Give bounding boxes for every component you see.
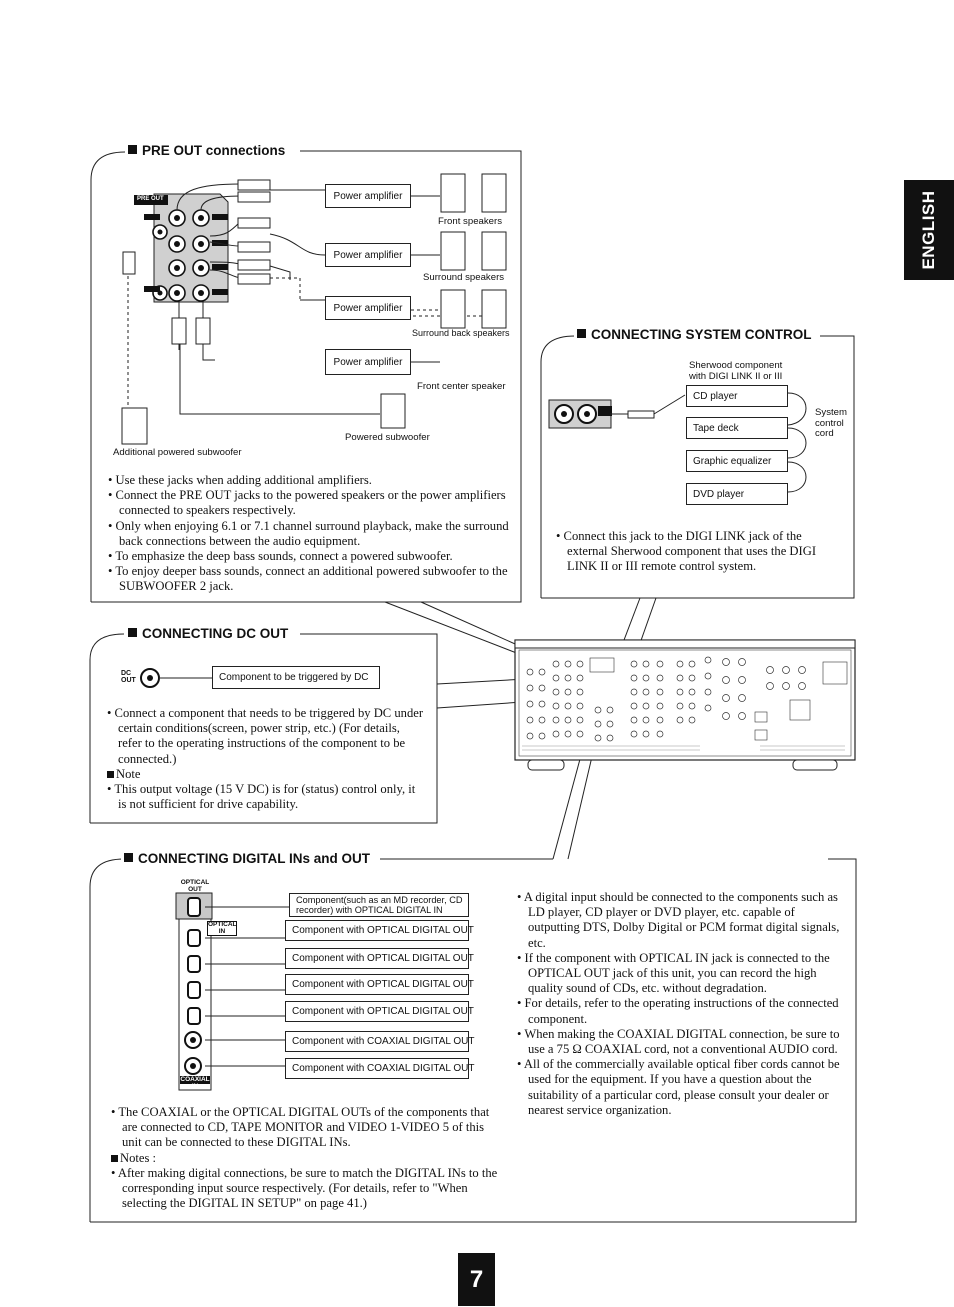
sherwood-component-label: Sherwood component with DIGI LINK II or … [689,360,783,382]
dc-out-jack [140,668,212,688]
dc-out-bullets: • Connect a component that needs to be t… [107,706,425,812]
note-heading: Note [107,767,425,782]
section-bullet-square [128,145,137,154]
digital-left-bullets: • The COAXIAL or the OPTICAL DIGITAL OUT… [111,1105,501,1211]
pre-out-bullets: • Use these jacks when adding additional… [108,473,512,595]
amp-box-front: Power amplifier [325,184,411,208]
section-bullet-square [124,853,133,862]
bullet-item: • Connect the PRE OUT jacks to the power… [108,488,506,518]
digital-component-box: Component with OPTICAL DIGITAL OUT [285,948,474,969]
bullet-item: • To enjoy deeper bass sounds, connect a… [108,564,508,594]
bullet-item: • To emphasize the deep bass sounds, con… [108,549,453,564]
bullet-item: • This output voltage (15 V DC) is for (… [107,782,416,812]
bullet-item: • After making digital connections, be s… [111,1165,498,1211]
dc-out-jack-label: DC OUT [121,670,136,684]
pre-out-title: PRE OUT connections [125,143,289,158]
optical-out-label: OPTICAL OUT [180,879,210,893]
optical-in-label: OPTICAL IN [207,921,237,936]
component-box-equalizer: Graphic equalizer [686,450,788,472]
bullet-item: • For details, refer to the operating in… [517,996,839,1026]
digital-component-box: Component with OPTICAL DIGITAL OUT [285,974,474,995]
amp-box-surround-back: Power amplifier [325,296,411,320]
bullet-item: • If the component with OPTICAL IN jack … [517,950,830,996]
section-bullet-square [128,628,137,637]
dc-out-title: CONNECTING DC OUT [125,626,292,641]
component-box-dvd: DVD player [686,483,788,505]
coaxial-in-label: COAXIAL IN [180,1076,210,1090]
pre-out-panel-label: PRE OUT [137,196,164,202]
section-bullet-square [577,329,586,338]
digital-right-bullets: • A digital input should be connected to… [517,890,847,1118]
digital-component-box: Component with OPTICAL DIGITAL OUT [285,1001,474,1022]
page-number: 7 [458,1253,495,1306]
digital-jack-panel [175,892,289,1091]
bullet-item: • The COAXIAL or the OPTICAL DIGITAL OUT… [111,1105,490,1150]
bullet-item: • Only when enjoying 6.1 or 7.1 channel … [108,518,509,548]
system-control-cord-label: System control cord [815,407,847,439]
system-control-bullets: • Connect this jack to the DIGI LINK jac… [556,529,840,575]
digital-component-box: Component with OPTICAL DIGITAL OUT [285,920,474,941]
front-center-speaker-label: Front center speaker [417,381,506,392]
digital-component-box: Component with COAXIAL DIGITAL OUT [285,1031,474,1052]
component-box-tape: Tape deck [686,417,788,439]
digital-title: CONNECTING DIGITAL INs and OUT [121,851,374,866]
note-square [111,1154,118,1162]
dc-component-box: Component to be triggered by DC [212,666,380,689]
notes-heading: Notes : [111,1151,501,1166]
surround-speakers-label: Surround speakers [423,272,505,283]
pre-out-jack-panel [134,193,229,303]
bullet-item: • All of the commercially available opti… [517,1057,840,1117]
digital-component-box: Component with COAXIAL DIGITAL OUT [285,1058,474,1079]
amp-box-surround: Power amplifier [325,243,411,267]
bullet-item: • Use these jacks when adding additional… [108,473,372,487]
receiver-rear-panel [514,639,856,771]
additional-subwoofer-label: Additional powered subwoofer [113,447,242,458]
amp-box-front-center: Power amplifier [325,349,411,375]
bullet-item: • Connect this jack to the DIGI LINK jac… [556,529,817,574]
digital-component-box-optical-in: Component(such as an MD recorder, CD rec… [289,893,469,917]
digi-link-jack [548,392,807,493]
system-control-title: CONNECTING SYSTEM CONTROL [574,327,815,342]
surround-back-speakers-label: Surround back speakers [412,328,510,338]
front-speakers-label: Front speakers [438,216,502,227]
language-tab[interactable]: ENGLISH [904,180,954,280]
bullet-item: • A digital input should be connected to… [517,890,840,950]
language-tab-label: ENGLISH [919,190,938,270]
powered-subwoofer-label: Powered subwoofer [345,432,430,443]
note-square [107,770,114,778]
bullet-item: • Connect a component that needs to be t… [107,706,424,766]
bullet-item: • When making the COAXIAL DIGITAL connec… [517,1026,840,1057]
component-box-cd: CD player [686,385,788,407]
